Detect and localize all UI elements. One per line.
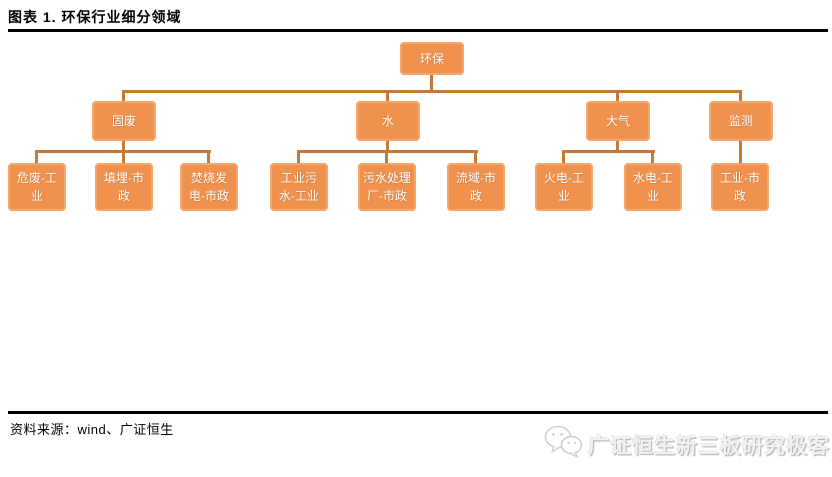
connector-line: [430, 75, 433, 91]
watermark-text: 广证恒生新三板研究极客: [588, 434, 830, 458]
top-rule: [8, 29, 828, 32]
connector-line: [562, 150, 655, 153]
connector-line: [739, 141, 742, 163]
connector-line: [739, 90, 742, 101]
org-chart: 环保 固废 水 大气 监测 危废-工业 填埋-市政 焚烧发电-市政 工业污水-工…: [0, 32, 832, 411]
node-water: 水: [356, 101, 420, 141]
node-thermal-power-industrial: 火电-工业: [535, 163, 593, 211]
node-hazardous-waste-industrial: 危废-工业: [8, 163, 66, 211]
node-solid-waste: 固废: [92, 101, 156, 141]
brand-watermark: 广证恒生新三板研究极客: [544, 424, 830, 465]
node-landfill-municipal: 填埋-市政: [95, 163, 153, 211]
connector-line: [122, 90, 125, 101]
connector-line: [123, 90, 742, 93]
connector-line: [616, 141, 619, 150]
connector-line: [386, 90, 389, 101]
connector-line: [562, 150, 565, 163]
node-atmosphere: 大气: [586, 101, 650, 141]
connector-line: [207, 150, 210, 163]
node-environmental-protection: 环保: [400, 42, 464, 75]
wechat-icon: [544, 424, 584, 465]
connector-line: [122, 141, 125, 150]
node-incineration-power-municipal: 焚烧发电-市政: [180, 163, 238, 211]
connector-line: [616, 90, 619, 101]
connector-line: [35, 150, 38, 163]
connector-line: [122, 150, 125, 163]
connector-line: [474, 150, 477, 163]
figure-title: 图表 1. 环保行业细分领域: [8, 9, 182, 25]
node-hydropower-industrial: 水电-工业: [624, 163, 682, 211]
node-sewage-plant-municipal: 污水处理厂-市政: [358, 163, 416, 211]
data-source-note: 资料来源：wind、广证恒生: [10, 422, 174, 437]
connector-line: [651, 150, 654, 163]
node-watershed-municipal: 流域-市政: [447, 163, 505, 211]
node-industrial-sewage-industrial: 工业污水-工业: [270, 163, 328, 211]
bottom-rule: [8, 411, 828, 414]
connector-line: [386, 141, 389, 150]
node-monitoring: 监测: [709, 101, 773, 141]
connector-line: [297, 150, 300, 163]
node-industrial-municipal: 工业-市政: [711, 163, 769, 211]
connector-line: [385, 150, 388, 163]
